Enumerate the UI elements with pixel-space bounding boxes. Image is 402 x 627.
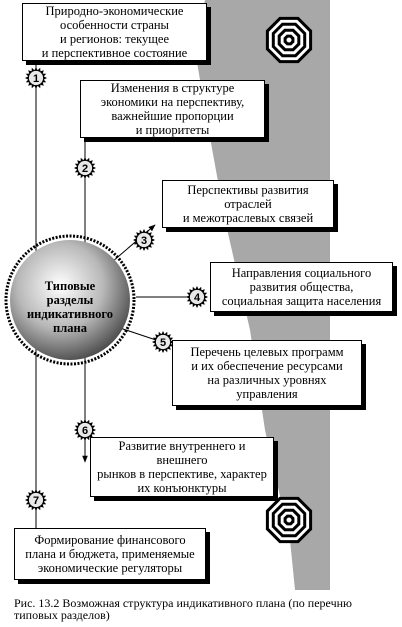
- center-sphere: [4, 234, 136, 366]
- section-box-4: Направления социального развития обществ…: [210, 262, 393, 312]
- section-text-4: Направления социального развития обществ…: [221, 266, 382, 308]
- section-text-6: Развитие внутреннего и внешнего рынков в…: [97, 439, 267, 495]
- bottom-emblem: [265, 496, 313, 544]
- badge-6: 6: [74, 419, 96, 441]
- badge-5: 5: [152, 331, 174, 353]
- figure-caption: Рис. 13.2 Возможная структура индикативн…: [14, 596, 353, 622]
- section-text-2: Изменения в структуре экономики на персп…: [100, 81, 245, 137]
- section-box-5: Перечень целевых программ и их обеспечен…: [172, 340, 362, 406]
- badge-number-4: 4: [194, 292, 201, 304]
- badge-number-5: 5: [160, 337, 166, 349]
- top-emblem: [265, 16, 313, 64]
- badge-number-3: 3: [141, 235, 147, 247]
- section-text-5: Перечень целевых программ и их обеспечен…: [190, 345, 344, 401]
- number-badges: 1 2 3 4 5 6 7: [25, 67, 208, 511]
- badge-circle-1: [28, 70, 44, 86]
- badge-circle-6: [77, 422, 93, 438]
- badge-circle-4: [189, 289, 205, 305]
- section-text-7: Формирование финансового плана и бюджета…: [25, 533, 195, 575]
- center-label: Типовые разделы индикативного плана: [26, 279, 114, 335]
- badge-circle-3: [136, 232, 152, 248]
- badge-number-6: 6: [82, 425, 88, 437]
- badge-4: 4: [186, 286, 208, 308]
- section-text-1: Природно-экономические особенности стран…: [41, 4, 188, 60]
- badge-circle-7: [28, 492, 44, 508]
- section-text-3: Перспективы развития отраслей и межотрас…: [182, 183, 314, 225]
- section-box-1: Природно-экономические особенности стран…: [22, 3, 207, 61]
- badge-2: 2: [74, 157, 96, 179]
- badge-1: 1: [25, 67, 47, 89]
- badge-number-2: 2: [82, 163, 88, 175]
- section-box-2: Изменения в структуре экономики на персп…: [80, 80, 265, 138]
- badge-3: 3: [133, 229, 155, 251]
- badge-circle-2: [77, 160, 93, 176]
- badge-7: 7: [25, 489, 47, 511]
- section-box-7: Формирование финансового плана и бюджета…: [14, 528, 206, 580]
- section-box-3: Перспективы развития отраслей и межотрас…: [162, 180, 334, 228]
- badge-circle-5: [155, 334, 171, 350]
- section-box-6: Развитие внутреннего и внешнего рынков в…: [90, 437, 274, 497]
- badge-number-1: 1: [33, 73, 39, 85]
- badge-number-7: 7: [33, 495, 39, 507]
